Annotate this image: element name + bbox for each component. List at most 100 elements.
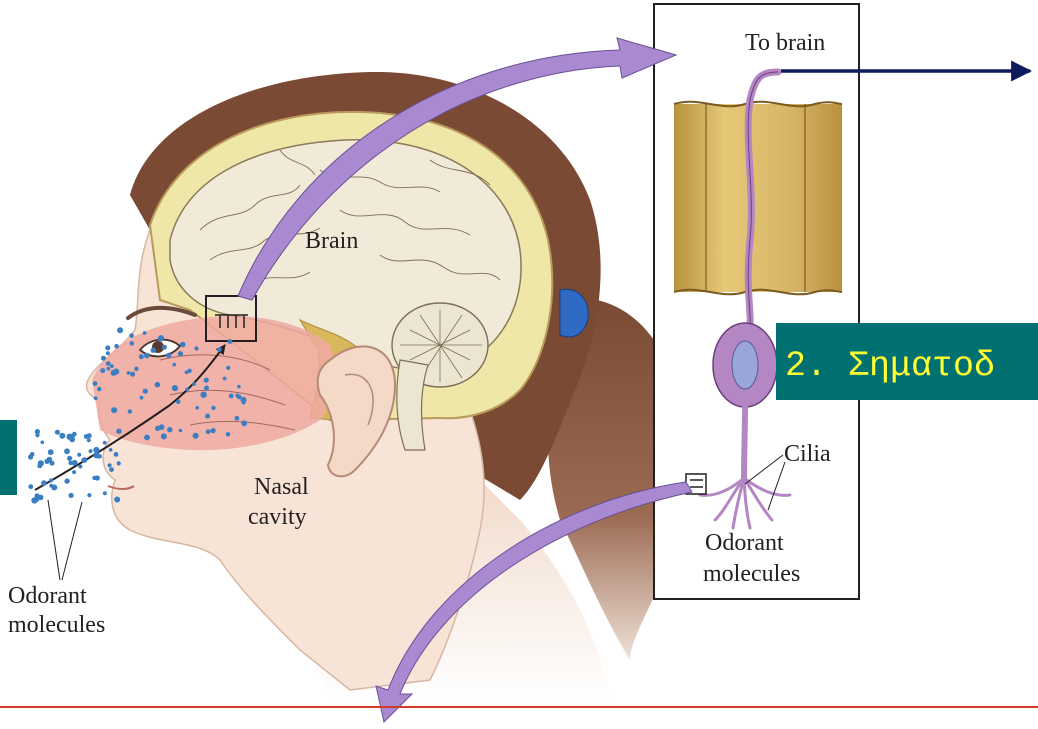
odorant-dot <box>180 342 186 348</box>
label-odorant-left-1: Odorant <box>8 583 87 609</box>
odorant-dot <box>130 341 135 346</box>
odorant-dot <box>226 366 230 370</box>
odorant-dot <box>187 369 191 373</box>
odorant-dot <box>242 401 246 405</box>
odorant-dot <box>41 480 47 486</box>
odorant-dot <box>144 353 150 359</box>
odorant-dot <box>143 331 147 335</box>
odorant-dot <box>128 409 132 413</box>
odorant-dot <box>143 389 148 394</box>
odorant-dot <box>211 428 216 433</box>
odorant-dot <box>64 448 70 454</box>
odorant-dot <box>172 385 178 391</box>
odorant-dot <box>106 361 111 366</box>
odorant-dot <box>127 371 131 375</box>
odorant-dot <box>55 430 60 435</box>
odorant-dot <box>109 467 114 472</box>
odorant-dot <box>87 493 91 497</box>
odorant-dot <box>130 372 135 377</box>
odorant-dot <box>241 420 247 426</box>
odorant-dot <box>140 396 144 400</box>
odorant-dot <box>172 363 176 367</box>
odorant-dot <box>144 435 150 441</box>
odorant-dot <box>192 382 196 386</box>
odorant-dot <box>108 463 112 467</box>
odorant-dot <box>78 465 82 469</box>
odorant-dot <box>38 495 43 500</box>
odorant-dot <box>176 400 181 405</box>
odorant-dot <box>69 493 74 498</box>
neuron-inset <box>654 4 859 599</box>
odorant-dot <box>87 438 91 442</box>
odorant-dot <box>158 335 164 341</box>
odorant-dot <box>68 461 72 465</box>
left-callout-fragment <box>0 420 17 495</box>
label-odorant-inset-2: molecules <box>703 561 800 587</box>
odorant-dot <box>64 478 69 483</box>
odorant-dot <box>114 452 119 457</box>
odorant-dot <box>139 354 144 359</box>
odorant-dot <box>166 353 171 358</box>
odorant-dot <box>228 339 233 344</box>
neuron-dendrite <box>744 407 745 478</box>
odorant-dot <box>134 367 138 371</box>
odorant-dot <box>117 327 123 333</box>
odorant-dot <box>162 345 167 350</box>
odorant-dot <box>92 476 96 480</box>
odorant-dot <box>110 364 114 368</box>
odorant-dot <box>111 407 117 413</box>
odorant-dot <box>237 385 241 389</box>
odorant-dot <box>200 392 206 398</box>
odorant-dot <box>94 396 98 400</box>
odorant-dot <box>69 437 75 443</box>
label-cilia: Cilia <box>784 441 831 467</box>
neuron-nucleus <box>732 341 758 389</box>
odorant-dot <box>229 394 234 399</box>
odorant-dot <box>206 429 211 434</box>
odorant-dot <box>72 433 77 438</box>
odorant-dot <box>179 429 183 433</box>
label-brain: Brain <box>305 228 358 254</box>
odorant-dot <box>97 387 101 391</box>
odorant-dot <box>204 378 209 383</box>
label-odorant-inset-1: Odorant <box>705 530 784 556</box>
label-nasal-2: cavity <box>248 504 307 530</box>
odorant-dot <box>167 427 172 432</box>
odorant-dot <box>195 406 199 410</box>
odorant-dot <box>193 433 199 439</box>
odorant-left-pointers <box>48 500 82 580</box>
label-to-brain: To brain <box>745 30 825 56</box>
odorant-dot <box>205 414 210 419</box>
label-odorant-left-2: molecules <box>8 612 105 638</box>
odorant-dot <box>81 457 87 463</box>
odorant-dot <box>93 447 99 453</box>
odorant-dot <box>185 388 189 392</box>
odorant-dot <box>178 351 183 356</box>
odorant-dot <box>226 432 231 437</box>
odorant-dot <box>47 457 53 463</box>
odorant-dot <box>194 346 198 350</box>
odorant-dot <box>77 453 81 457</box>
odorant-dot <box>93 452 99 458</box>
odorant-dot <box>72 470 76 474</box>
odorant-dot <box>35 433 39 437</box>
odorant-dot <box>49 478 53 482</box>
odorant-dot <box>155 382 161 388</box>
odorant-dot <box>89 449 93 453</box>
odorant-dot <box>48 449 54 455</box>
odorant-dot <box>106 351 110 355</box>
odorant-dot <box>155 426 160 431</box>
odorant-dot <box>235 394 239 398</box>
odorant-dot <box>84 434 89 439</box>
label-nasal-1: Nasal <box>254 474 309 500</box>
inset-frame <box>654 4 859 599</box>
odorant-dot <box>109 448 113 452</box>
odorant-dot <box>204 386 209 391</box>
odorant-dot <box>101 356 106 361</box>
odorant-dot <box>59 433 65 439</box>
odorant-dot <box>114 344 119 349</box>
odorant-dot <box>217 347 222 352</box>
odorant-dot <box>103 491 107 495</box>
odorant-dot <box>37 464 42 469</box>
